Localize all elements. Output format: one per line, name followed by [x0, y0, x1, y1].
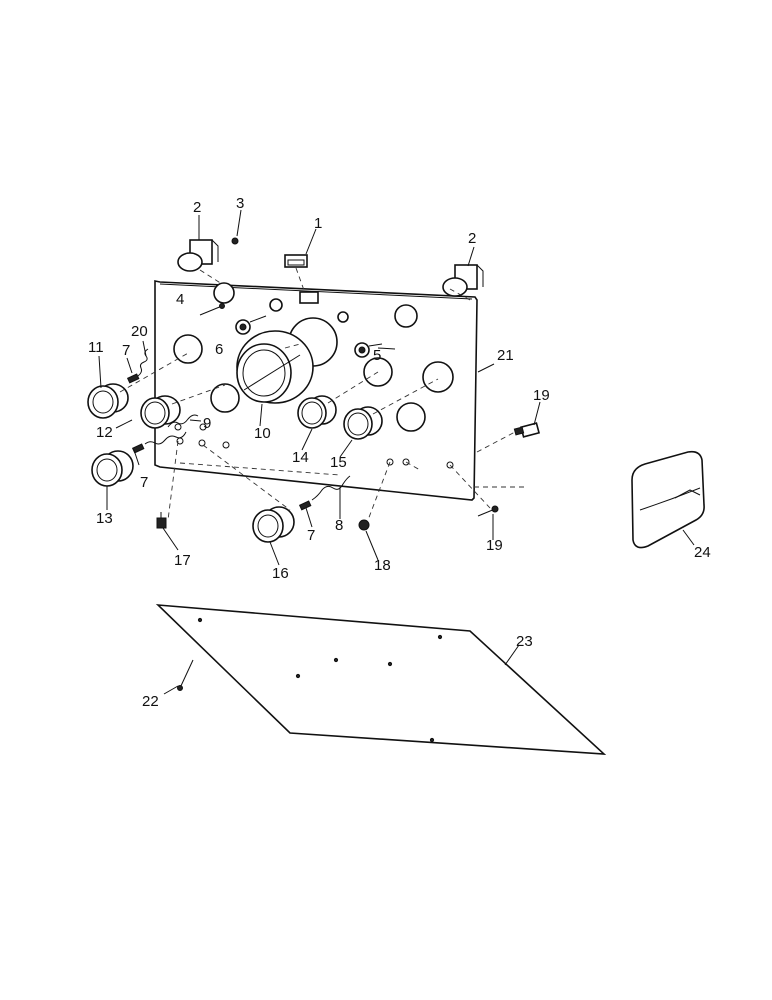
callout-labels: 1 2 2 3 4 5 6 7 7 7 8 9 10 11 12 13 14 1… — [88, 195, 711, 710]
callout-14: 14 — [292, 449, 309, 466]
screw-22 — [177, 659, 194, 691]
callout-13: 13 — [96, 510, 113, 527]
callout-2: 2 — [468, 230, 476, 247]
gauge-13 — [91, 450, 134, 487]
lamp-2-left — [177, 239, 219, 272]
callout-19: 19 — [533, 387, 550, 404]
nut-3 — [231, 237, 239, 245]
socket-7-bottom — [298, 475, 351, 511]
pocket-24 — [631, 450, 705, 549]
assembly-lines — [119, 267, 524, 521]
switch-1 — [284, 254, 308, 268]
gauge-15 — [343, 406, 383, 440]
callout-6: 6 — [215, 341, 223, 358]
callout-4: 4 — [176, 291, 184, 308]
callout-16: 16 — [272, 565, 289, 582]
wire-9 — [167, 414, 199, 428]
screw-19-lower — [477, 505, 499, 517]
callout-21: 21 — [497, 347, 514, 364]
fitting-19-upper — [513, 422, 541, 438]
callout-12: 12 — [96, 424, 113, 441]
knob-6 — [235, 315, 267, 335]
lamp-2-right — [442, 264, 484, 297]
callout-20: 20 — [131, 323, 148, 340]
gauge-16 — [252, 506, 295, 543]
main-gauge-10 — [236, 330, 314, 404]
part-18 — [358, 519, 370, 531]
callout-17: 17 — [174, 552, 191, 569]
screw-4 — [199, 303, 225, 316]
callout-18: 18 — [374, 557, 391, 574]
gauge-11 — [87, 383, 129, 419]
cover-plate-23 — [155, 604, 607, 755]
switch-17 — [156, 512, 167, 529]
gauge-12 — [140, 395, 181, 429]
callout-2: 2 — [193, 199, 201, 216]
callout-8: 8 — [335, 517, 343, 534]
callout-15: 15 — [330, 454, 347, 471]
callout-19: 19 — [486, 537, 503, 554]
callout-1: 1 — [314, 215, 322, 232]
knob-5 — [354, 342, 383, 358]
socket-7-lower — [131, 431, 187, 454]
callout-24: 24 — [694, 544, 711, 561]
callout-22: 22 — [142, 693, 159, 710]
callout-7: 7 — [307, 527, 315, 544]
callout-3: 3 — [236, 195, 244, 212]
socket-7-upper — [126, 348, 149, 384]
callout-7: 7 — [122, 342, 130, 359]
callout-5: 5 — [373, 347, 381, 364]
callout-11: 11 — [88, 339, 104, 356]
gauge-14 — [297, 395, 337, 429]
callout-9: 9 — [203, 415, 211, 432]
callout-leaders — [98, 209, 695, 695]
callout-7: 7 — [140, 474, 148, 491]
callout-23: 23 — [516, 633, 533, 650]
callout-10: 10 — [254, 425, 271, 442]
